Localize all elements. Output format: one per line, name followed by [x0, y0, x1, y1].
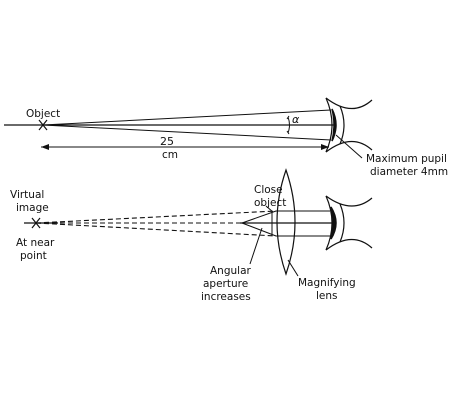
eye-top — [325, 97, 373, 153]
angle-label: α — [292, 113, 300, 126]
ray-upper-top — [42, 109, 332, 126]
virtual-label-line1: Virtual — [10, 189, 44, 201]
pupil-label-line1: Maximum pupil — [366, 153, 447, 165]
magnifier-eye-diagram: Virtual image At near point Close object… — [10, 168, 373, 303]
virtual-ray-lower — [35, 222, 277, 237]
aperture-label-line2: aperture — [203, 278, 248, 290]
aperture-label-line1: Angular — [210, 265, 252, 277]
virtual-label-line2: image — [16, 202, 49, 214]
pupil-pointer — [335, 134, 363, 159]
near-label-line2: point — [20, 250, 47, 262]
distance-value: 25 — [160, 135, 174, 148]
magnifying-lens — [276, 168, 296, 276]
lens-label-line1: Magnifying — [298, 277, 356, 289]
close-object-pointer — [265, 205, 274, 213]
distance-unit: cm — [162, 149, 178, 161]
close-label-line1: Close — [254, 184, 283, 196]
ray-lower-top — [42, 124, 332, 141]
virtual-ray-upper — [35, 210, 277, 224]
lens-pointer — [287, 259, 299, 277]
aperture-label-line3: increases — [201, 291, 251, 303]
near-label-line1: At near — [16, 237, 55, 249]
close-label-line2: object — [254, 197, 286, 209]
object-label: Object — [26, 108, 60, 120]
eye-bottom — [325, 195, 373, 251]
pupil-label-line2: diameter 4mm — [370, 166, 448, 178]
alpha-arc — [287, 116, 290, 134]
lens-label-line2: lens — [316, 290, 338, 302]
aperture-pointer — [249, 227, 263, 265]
unaided-eye-diagram: Object α 25 cm Maximum pupil diameter 4m… — [4, 97, 448, 178]
distance-arrow — [41, 144, 329, 150]
